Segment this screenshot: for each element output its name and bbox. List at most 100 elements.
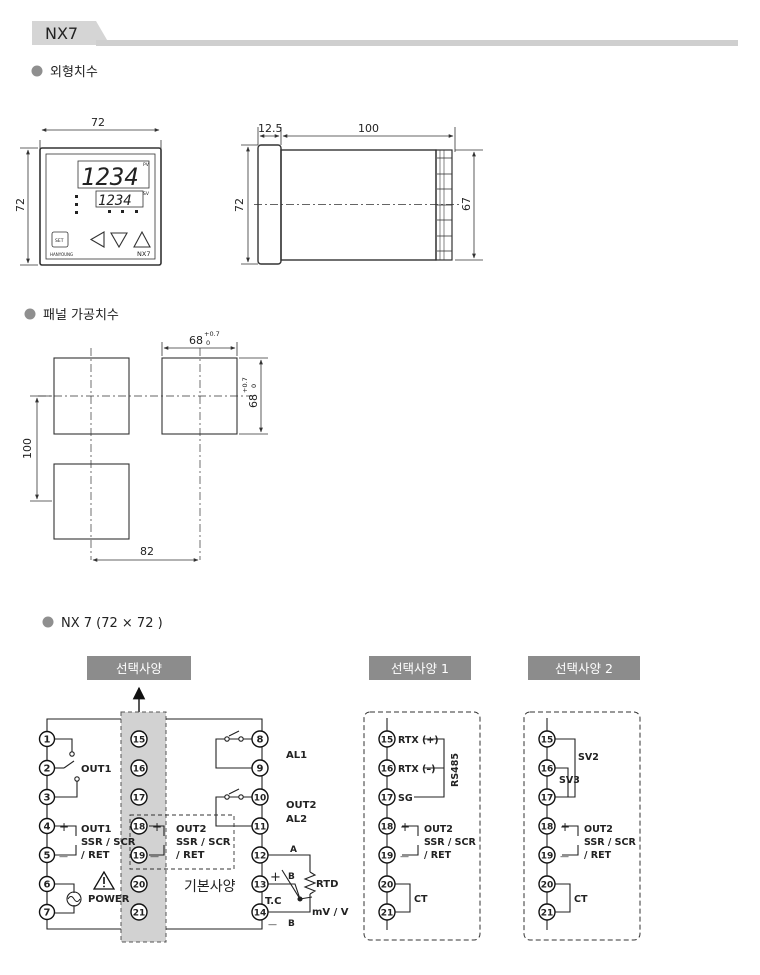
bullet-icon: [42, 616, 54, 628]
out2-mid-plus: +: [152, 820, 162, 834]
terminal-circle: [378, 730, 396, 748]
model-tab-label: NX7: [45, 24, 78, 43]
terminal-number: 19: [133, 852, 146, 862]
tc-label: T.C: [265, 896, 281, 907]
opt2-minus: —: [560, 852, 569, 862]
terminal-number: 17: [133, 794, 146, 804]
out2-mid-minus: —: [150, 852, 159, 862]
front-view: [20, 128, 162, 266]
side-depth-dim: 100: [358, 122, 379, 135]
terminal-circle: [38, 788, 56, 806]
model-tab: [32, 21, 96, 45]
al1-label: AL1: [286, 750, 307, 761]
front-width-dim: 72: [91, 116, 105, 129]
sv-label: SV: [143, 191, 150, 197]
terminal-number: 8: [257, 735, 264, 746]
out1-minus: —: [59, 852, 68, 862]
terminal-number: 11: [254, 823, 267, 833]
terminal-a-label: A: [290, 845, 297, 855]
out2-mid-label-2: SSR / SCR: [176, 837, 231, 848]
front-height-dim: 72: [14, 198, 27, 212]
section-title-outline: 외형치수: [50, 65, 98, 80]
terminal-circle: [538, 817, 556, 835]
terminal-number: 19: [541, 852, 554, 862]
terminal-circle: [538, 759, 556, 777]
terminal-circle: [378, 846, 396, 864]
opt2-out2-3: / RET: [584, 850, 612, 861]
opt1-plus: +: [400, 820, 410, 834]
opt1-rtx-minus: RTX (–): [398, 764, 435, 775]
terminal-number: 12: [254, 852, 267, 862]
pitch-vertical-dim: 100: [21, 438, 34, 459]
terminal-number: 20: [133, 881, 146, 891]
section-title-wiring: NX 7 (72 × 72 ): [61, 616, 163, 631]
terminal-circle: [130, 730, 148, 748]
terminal-circle: [251, 846, 269, 864]
option1-box: [363, 711, 481, 941]
option1-banner-label: 선택사양 1: [391, 661, 449, 676]
terminal-number: 16: [133, 765, 146, 775]
terminal-circle: [538, 875, 556, 893]
option2-banner: [528, 656, 640, 680]
cut-height-dim: 68: [247, 394, 260, 408]
mvv-label: mV / V: [312, 907, 349, 918]
terminal-number: 7: [44, 908, 51, 919]
terminal-b1-label: B: [288, 872, 295, 882]
opt2-ct: CT: [574, 894, 588, 905]
header: NX7: [32, 21, 738, 46]
out2-relay-label: OUT2: [286, 800, 316, 811]
out1-ssr-label-3: / RET: [81, 850, 110, 861]
side-view: [241, 127, 483, 265]
bullet-icon: [24, 308, 36, 320]
opt2-plus: +: [560, 820, 570, 834]
opt1-rtx-plus: RTX (+): [398, 735, 439, 746]
terminal-circle: [38, 817, 56, 835]
terminal-number: 13: [254, 881, 267, 891]
terminal-circle: [378, 817, 396, 835]
terminal-circle: [251, 903, 269, 921]
set-key-label: SET: [55, 238, 64, 244]
terminal-number: 17: [541, 794, 554, 804]
section-title-panel: 패널 가공치수: [43, 308, 119, 323]
cut-width-dim: 68: [189, 334, 203, 347]
brand-logo: HANYOUNG: [50, 252, 73, 257]
terminal-number: 21: [381, 909, 394, 919]
terminal-circle: [538, 788, 556, 806]
rtd-label: RTD: [316, 879, 338, 890]
option-banner: [87, 656, 191, 680]
terminal-circle: [130, 875, 148, 893]
front-model-label: NX7: [137, 250, 150, 258]
tc-plus: +: [270, 870, 281, 885]
side-flange-dim: 12.5: [258, 122, 283, 135]
side-height-dim: 72: [233, 198, 246, 212]
opt1-ct: CT: [414, 894, 428, 905]
sv-display: 1234: [98, 193, 132, 209]
opt1-out2-2: SSR / SCR: [424, 837, 476, 848]
cut-height-tol-plus: +0.7: [241, 377, 249, 393]
terminal-number: 4: [44, 822, 51, 833]
terminal-circle: [38, 730, 56, 748]
terminal-number: 1: [44, 735, 51, 746]
terminal-number: 15: [133, 736, 146, 746]
opt2-out2-2: SSR / SCR: [584, 837, 636, 848]
side-terminal-dim: 67: [460, 197, 473, 211]
pv-label: PV: [143, 162, 150, 168]
terminal-circle: [538, 846, 556, 864]
terminal-number: 20: [381, 881, 394, 891]
out2-mid-label-3: / RET: [176, 850, 205, 861]
terminal-circle: [251, 759, 269, 777]
terminal-number: 16: [541, 765, 554, 775]
terminal-circle: [251, 730, 269, 748]
out1-ssr-label-1: OUT1: [81, 824, 111, 835]
opt1-out2-3: / RET: [424, 850, 452, 861]
terminal-circle: [378, 788, 396, 806]
option-banner-label: 선택사양: [116, 661, 163, 676]
terminal-number: 17: [381, 794, 394, 804]
header-rule: [96, 40, 738, 46]
tc-minus: —: [268, 920, 277, 930]
terminal-number: 5: [44, 851, 51, 862]
out1-plus: +: [59, 820, 69, 834]
